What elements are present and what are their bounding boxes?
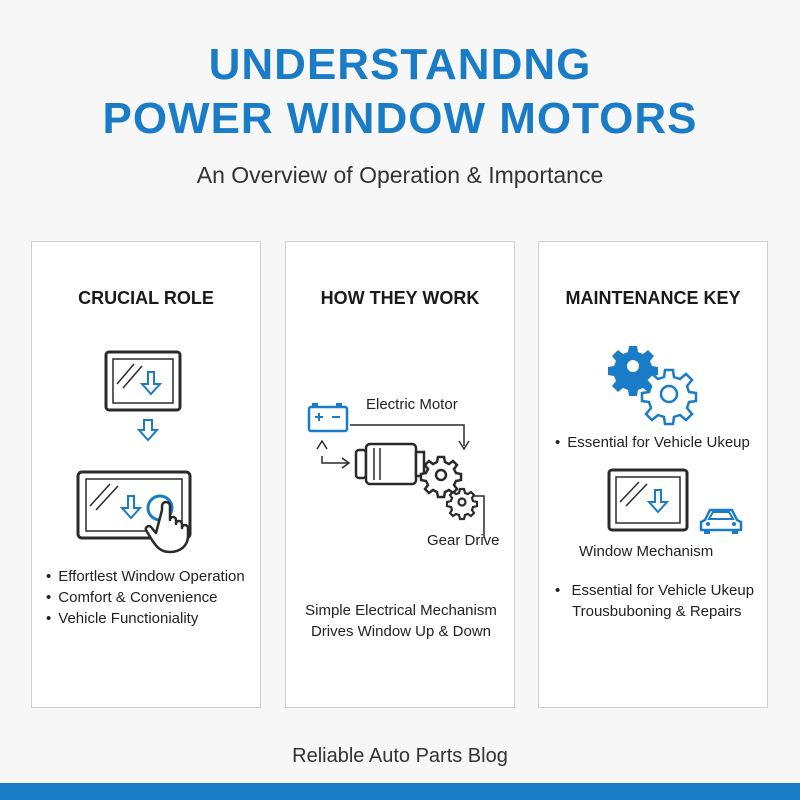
- card-crucial-role: CRUCIAL ROLE Effortlest Window Operation…: [31, 241, 261, 708]
- page-subtitle: An Overview of Operation & Importance: [196, 162, 604, 188]
- list-item: Effortlest Window Operation: [46, 566, 244, 587]
- card-how-they-work: HOW THEY WORK Electric Motor: [285, 241, 515, 708]
- gear-drive-label: Gear Drive: [427, 532, 500, 549]
- list-item: Comfort & Convenience: [46, 587, 245, 608]
- window-down-icon: [607, 468, 689, 532]
- car-icon: [699, 508, 743, 534]
- title-line-2: POWER WINDOW MOTORS: [102, 94, 698, 143]
- window-mechanism-label: Window Mechanism: [579, 543, 714, 560]
- gears-icon: [608, 346, 698, 426]
- description-line: Drives Window Up & Down: [310, 623, 492, 640]
- list-item-text: Trousbuboning & Repairs: [572, 603, 742, 620]
- footer-bar: [0, 783, 800, 800]
- card-maintenance-key: MAINTENANCE KEY Essential for Vehicle Uk…: [538, 241, 768, 708]
- card-heading: MAINTENANCE KEY: [565, 288, 741, 308]
- touch-window-icon: [76, 470, 192, 554]
- list-item: Essential for Vehicle Ukeup: [555, 432, 750, 453]
- gear-icon: [445, 487, 479, 521]
- card-heading: CRUCIAL ROLE: [78, 288, 214, 308]
- maintenance-list-bottom: Essential for Vehicle Ukeup Trousbubonin…: [555, 580, 754, 622]
- arrow-down-icon: [136, 419, 160, 442]
- gear-icon: [419, 455, 463, 499]
- list-item-text: Essential for Vehicle Ukeup: [571, 582, 755, 599]
- electric-motor-label: Electric Motor: [366, 396, 458, 413]
- card-heading: HOW THEY WORK: [320, 288, 480, 308]
- title-line-1: UNDERSTANDNG: [208, 40, 592, 89]
- list-item: Essential for Vehicle Ukeup Trousbubonin…: [555, 580, 754, 622]
- window-down-icon: [104, 350, 182, 412]
- battery-icon: [307, 403, 349, 433]
- footer-text: Reliable Auto Parts Blog: [292, 745, 508, 767]
- mechanism-description: Simple Electrical Mechanism Drives Windo…: [286, 600, 516, 642]
- description-line: Simple Electrical Mechanism: [305, 602, 497, 619]
- list-item: Vehicle Functioniality: [46, 608, 245, 629]
- motor-icon: [354, 442, 434, 486]
- maintenance-list-top: Essential for Vehicle Ukeup: [555, 432, 750, 453]
- feature-list: Effortlest Window Operation Comfort & Co…: [46, 566, 245, 629]
- page-title: UNDERSTANDNG POWER WINDOW MOTORS: [0, 38, 800, 146]
